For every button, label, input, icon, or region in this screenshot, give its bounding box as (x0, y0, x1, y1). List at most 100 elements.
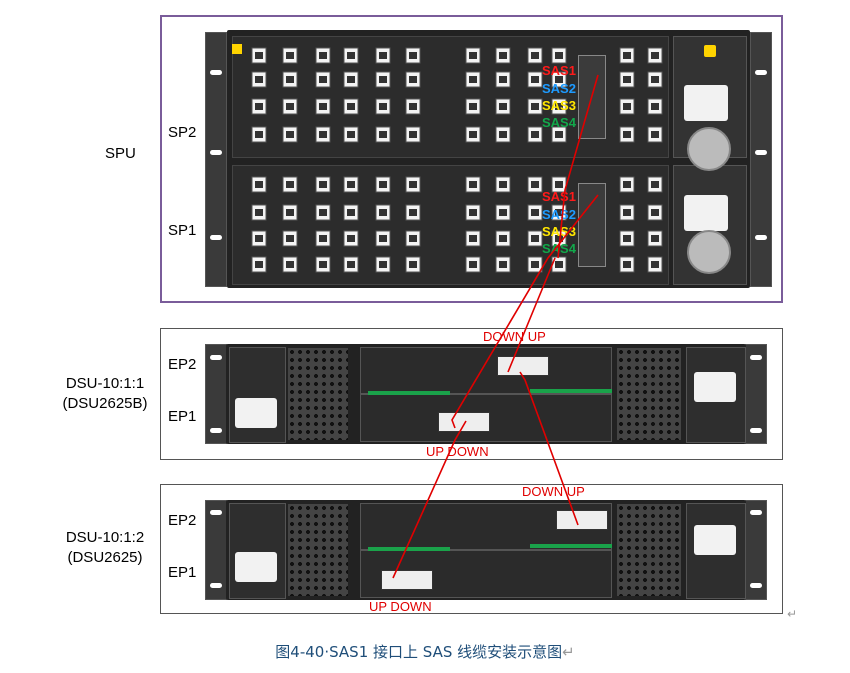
rj45-port-socket (499, 181, 507, 188)
power-socket-icon (235, 398, 277, 428)
power-socket-icon (694, 525, 736, 555)
rj45-port-socket (379, 103, 387, 110)
rj45-port-socket (469, 235, 477, 242)
dsu2-frame (160, 484, 783, 614)
rj45-port-socket (409, 181, 417, 188)
rj45-port-socket (319, 181, 327, 188)
rj45-port-socket (531, 52, 539, 59)
rj45-port-socket (469, 76, 477, 83)
sp1-sas1-label: SAS1 (542, 189, 576, 204)
sp2-sas4-label: SAS4 (542, 115, 576, 130)
power-socket-icon (694, 372, 736, 402)
dsu1-fan-grille-right (617, 348, 681, 440)
warning-label-icon (232, 44, 242, 54)
rj45-port-socket (409, 235, 417, 242)
figure-caption: 图4-40·SAS1 接口上 SAS 线缆安装示意图↵ (0, 641, 850, 662)
rj45-port-socket (286, 235, 294, 242)
dsu1-label-line1: DSU-10:1:1 (65, 375, 145, 392)
rj45-port-socket (255, 181, 263, 188)
rj45-port-socket (379, 131, 387, 138)
spu-frame (160, 15, 783, 303)
dsu2-fan-grille-left (288, 504, 348, 596)
dsu1-fan-grille-left (288, 348, 348, 440)
rj45-port-socket (409, 76, 417, 83)
rj45-port-socket (531, 181, 539, 188)
rj45-port-socket (651, 181, 659, 188)
dsu1-bottom-port-label: UP DOWN (426, 444, 489, 459)
cable-sp1-sas1-to-dsu1-down (451, 194, 599, 429)
caption-return-mark: ↵ (562, 643, 575, 661)
dsu2-top-port-label: DOWN UP (522, 484, 585, 499)
rj45-port-socket (469, 103, 477, 110)
rj45-port-socket (555, 131, 563, 138)
rj45-port-socket (499, 131, 507, 138)
dsu1-label-line2: (DSU2625B) (62, 395, 148, 412)
rj45-port-socket (409, 131, 417, 138)
rj45-port-socket (286, 209, 294, 216)
rj45-port-socket (469, 52, 477, 59)
dsu2-top-sas-ports (556, 510, 608, 530)
cable-sp2-sas1-to-sp1 (557, 74, 599, 259)
rj45-port-socket (347, 209, 355, 216)
cable-dsu1-top-down-to-dsu2-up (519, 371, 579, 526)
rj45-port-socket (651, 209, 659, 216)
rj45-port-socket (651, 235, 659, 242)
rj45-port-socket (531, 235, 539, 242)
rj45-port-socket (469, 261, 477, 268)
rj45-port-socket (469, 131, 477, 138)
rj45-port-socket (347, 181, 355, 188)
rj45-port-socket (555, 181, 563, 188)
rj45-port-socket (531, 103, 539, 110)
rj45-port-socket (651, 131, 659, 138)
cable-dsu1-bottom-to-dsu2-bottom (392, 420, 467, 579)
dsu1-frame (160, 328, 783, 460)
dsu2-label-line2: (DSU2625) (67, 549, 143, 566)
dsu2-label: DSU-10:1:2 (DSU2625) (50, 528, 160, 568)
dsu2-ep-green-bar (530, 544, 612, 548)
dsu2-bottom-port-label: UP DOWN (369, 599, 432, 614)
rj45-port-socket (409, 209, 417, 216)
dsu2-fan-grille-right (617, 504, 681, 596)
dsu2-ep-green-bar (368, 547, 450, 551)
rj45-port-socket (379, 235, 387, 242)
rj45-port-socket (319, 261, 327, 268)
sp1-sas3-label: SAS3 (542, 224, 576, 239)
rj45-port-socket (347, 103, 355, 110)
rj45-port-socket (255, 103, 263, 110)
rj45-port-socket (319, 209, 327, 216)
sp2-sas3-label: SAS3 (542, 98, 576, 113)
rj45-port-socket (409, 52, 417, 59)
rj45-port-socket (409, 261, 417, 268)
rj45-port-socket (499, 261, 507, 268)
sp2-sas2-label: SAS2 (542, 81, 576, 96)
rj45-port-socket (319, 103, 327, 110)
rj45-port-socket (319, 76, 327, 83)
dsu1-ep-green-bar (368, 391, 450, 395)
rj45-port-socket (651, 76, 659, 83)
rj45-port-socket (555, 103, 563, 110)
rj45-port-socket (623, 52, 631, 59)
rj45-port-socket (255, 76, 263, 83)
rj45-port-socket (347, 235, 355, 242)
dsu1-ep-green-bar (530, 389, 612, 393)
rj45-port-socket (651, 261, 659, 268)
rj45-port-socket (555, 76, 563, 83)
sp2-label: SP2 (168, 124, 197, 141)
fan-icon (687, 127, 731, 171)
sp1-label: SP1 (168, 222, 197, 239)
sp1-sas2-label: SAS2 (542, 207, 576, 222)
dsu1-ep2-label: EP2 (168, 356, 197, 373)
rj45-port-socket (255, 209, 263, 216)
rj45-port-socket (286, 261, 294, 268)
dsu1-bottom-sas-ports (438, 412, 490, 432)
rj45-port-socket (347, 76, 355, 83)
rj45-port-socket (499, 235, 507, 242)
rj45-port-socket (531, 76, 539, 83)
rj45-port-socket (286, 76, 294, 83)
rj45-port-socket (531, 261, 539, 268)
rj45-port-socket (286, 103, 294, 110)
rj45-port-socket (379, 76, 387, 83)
cable-sp1-sas4-to-dsu1-up (507, 257, 556, 373)
rj45-port-socket (379, 181, 387, 188)
